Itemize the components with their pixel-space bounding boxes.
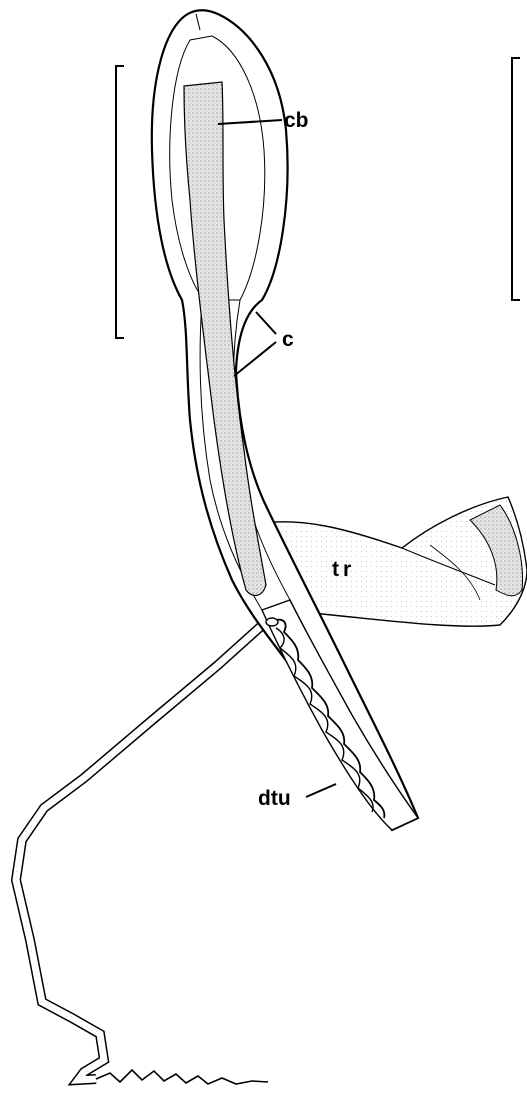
scale-bar-right bbox=[512, 58, 520, 300]
label-dtu: dtu bbox=[258, 787, 291, 810]
leader-c-upper bbox=[256, 312, 276, 334]
distal-filament bbox=[16, 620, 268, 1084]
leader-c-lower bbox=[234, 342, 276, 376]
scale-bar-left bbox=[116, 66, 124, 338]
label-cb: cb bbox=[284, 109, 309, 132]
leader-dtu bbox=[306, 784, 336, 797]
capsule-body bbox=[152, 10, 418, 830]
label-tr: tr bbox=[332, 558, 355, 581]
label-c: c bbox=[282, 328, 294, 351]
